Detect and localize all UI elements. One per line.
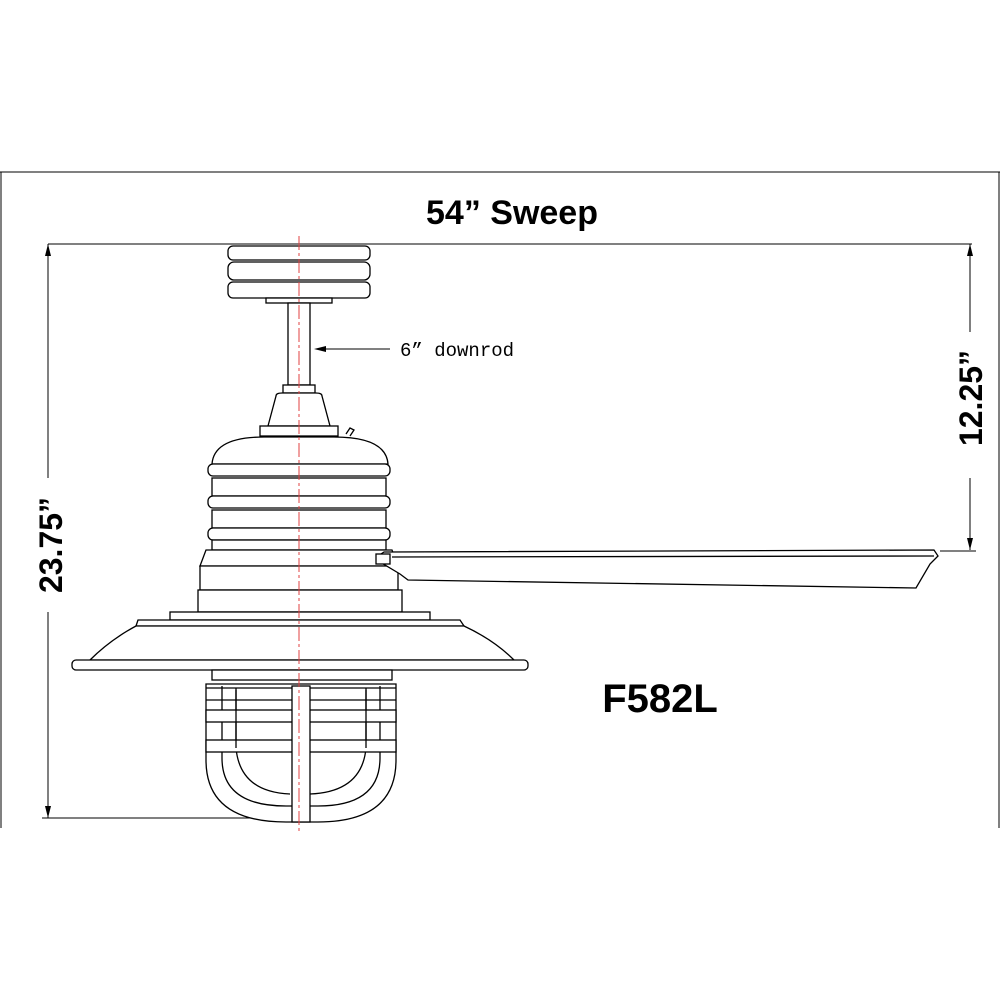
downrod-callout: 6” downrod xyxy=(314,340,514,362)
height-dimension: 23.75” xyxy=(33,244,300,819)
drawing-frame xyxy=(0,171,1000,828)
light-cage xyxy=(205,669,397,823)
sweep-dimension: 54” Sweep xyxy=(48,194,972,245)
lamp-shade xyxy=(71,619,529,671)
model-label: F582L xyxy=(602,677,718,721)
blade-height-dimension: 12.25” xyxy=(940,244,989,552)
downrod xyxy=(282,302,316,394)
motor-housing xyxy=(169,392,431,621)
fan-blade xyxy=(375,549,939,589)
sweep-label: 54” Sweep xyxy=(426,194,598,232)
height-label: 23.75” xyxy=(33,497,69,593)
blade-height-label: 12.25” xyxy=(953,350,989,446)
downrod-label: 6” downrod xyxy=(400,340,514,362)
